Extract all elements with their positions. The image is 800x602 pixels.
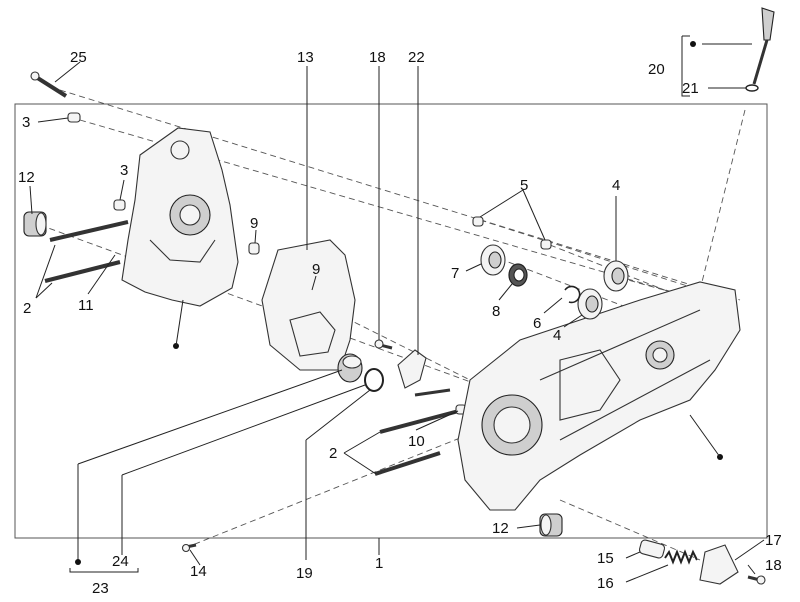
callout-17: 17 <box>765 532 782 549</box>
callout-25: 25 <box>70 49 87 66</box>
seal-24 <box>337 353 363 383</box>
callout-12-right: 12 <box>492 520 509 537</box>
callout-5: 5 <box>520 177 528 194</box>
circlip-6 <box>564 285 581 304</box>
studs-2-left <box>44 220 129 283</box>
crankcase-half-left <box>121 127 239 307</box>
bearing-4-mid <box>577 288 603 320</box>
bearing-4-top <box>603 260 629 292</box>
bolt-18-bottom <box>747 575 766 585</box>
leader-lines <box>29 35 765 583</box>
callout-3-mid: 3 <box>120 162 128 179</box>
cylinder-15 <box>638 539 666 559</box>
bushing-12-left <box>23 211 47 237</box>
bolt-18-top <box>374 339 393 350</box>
washer-21 <box>745 84 759 92</box>
callout-labels: 25 13 18 22 20 21 3 3 12 9 9 5 4 7 8 6 4… <box>18 49 782 597</box>
callout-6: 6 <box>533 315 541 332</box>
callout-10: 10 <box>408 433 425 450</box>
bolt-25 <box>30 71 68 98</box>
callout-13: 13 <box>297 49 314 66</box>
callout-7: 7 <box>451 265 459 282</box>
callout-11: 11 <box>78 297 94 314</box>
reference-dots <box>75 41 723 565</box>
dowel-5-b <box>540 239 552 250</box>
crankcase-half-right <box>457 281 741 511</box>
plate-17 <box>699 544 739 585</box>
callout-18-top: 18 <box>369 49 386 66</box>
callout-2-left: 2 <box>23 300 31 317</box>
dowel-5-a <box>472 216 484 227</box>
callout-15: 15 <box>597 550 614 567</box>
dowel-9-a <box>248 242 260 255</box>
bushing-12-right <box>539 513 563 537</box>
callout-9-b: 9 <box>312 261 320 278</box>
callout-1: 1 <box>375 555 383 572</box>
callout-16: 16 <box>597 575 614 592</box>
callout-4-top: 4 <box>612 177 620 194</box>
callout-24: 24 <box>112 553 129 570</box>
bearing-7 <box>480 244 506 276</box>
callout-20: 20 <box>648 61 665 78</box>
gasket-13 <box>261 239 356 371</box>
callout-9-a: 9 <box>250 215 258 232</box>
callout-22: 22 <box>408 49 425 66</box>
callout-14: 14 <box>190 563 207 580</box>
callout-8: 8 <box>492 303 500 320</box>
spring-16 <box>664 549 698 565</box>
assembly-frame <box>14 103 768 539</box>
dipstick-20 <box>752 7 775 85</box>
callout-21: 21 <box>682 80 699 97</box>
callout-19: 19 <box>296 565 313 582</box>
dowel-3-mid <box>113 199 126 211</box>
o-ring-19 <box>364 368 384 392</box>
bracket-22 <box>397 349 427 389</box>
callout-23: 23 <box>92 580 109 597</box>
callout-3-top: 3 <box>22 114 30 131</box>
callout-18-bottom: 18 <box>765 557 782 574</box>
callout-4-mid: 4 <box>553 327 561 344</box>
callout-2-right: 2 <box>329 445 337 462</box>
callout-12-left: 12 <box>18 169 35 186</box>
dowel-3-top <box>67 112 81 123</box>
bolt-14 <box>181 543 197 553</box>
seal-8 <box>508 263 528 287</box>
studs-2-right <box>374 388 471 476</box>
